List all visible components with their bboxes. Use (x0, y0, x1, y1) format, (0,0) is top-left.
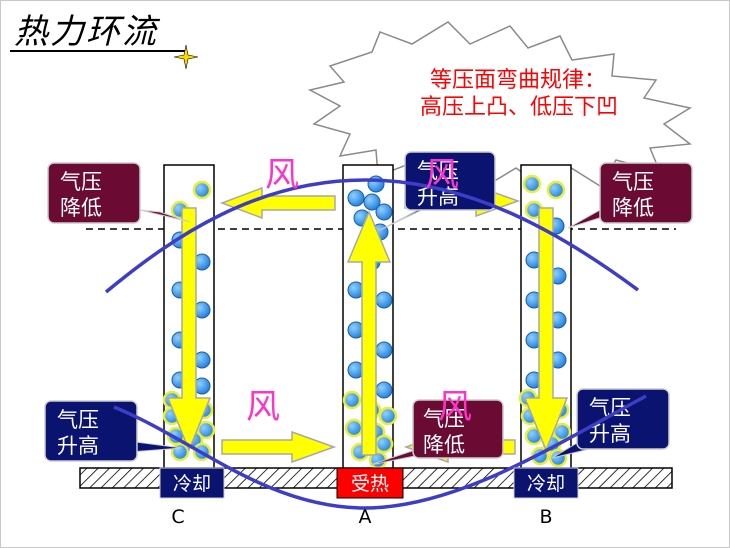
label-decrease: 降低 (423, 433, 465, 457)
label-decrease: 降低 (60, 196, 102, 220)
heating-tag-a: 受热 (336, 467, 404, 499)
slide-title: 热力环流 (14, 12, 158, 52)
label-pressure: 气压 (612, 170, 654, 194)
point-label-c: C (171, 506, 184, 528)
air-molecule (363, 193, 381, 211)
air-molecule (374, 434, 394, 454)
air-molecule (170, 442, 190, 462)
label-pressure: 气压 (60, 170, 102, 194)
pressure-high-box-upper-a: 气压 升高 (379, 151, 496, 231)
air-molecule (192, 180, 212, 200)
title-underline (10, 50, 186, 52)
air-molecule (375, 381, 393, 399)
cooling-label: 冷却 (527, 473, 565, 495)
cooling-tag-b: 冷却 (513, 467, 579, 499)
point-label-a: A (359, 506, 372, 528)
air-molecule (522, 174, 542, 194)
air-molecule (196, 420, 216, 440)
wind-label-upper-right: 风 (425, 155, 459, 195)
surface-wind-arrow-right (221, 430, 337, 464)
pressure-low-box-upper-b: 气压 降低 (567, 162, 693, 229)
surface-isobar-curve (113, 394, 647, 510)
wind-label-surface-right: 风 (438, 387, 472, 427)
label-decrease: 降低 (612, 196, 654, 220)
cooling-tag-c: 冷却 (159, 467, 225, 499)
pressure-high-box-surface-c: 气压 升高 (44, 400, 183, 462)
air-molecule (546, 180, 566, 200)
air-molecule (378, 406, 398, 426)
air-molecule (375, 341, 393, 359)
air-molecule (347, 189, 365, 207)
pressure-low-box-upper-c: 气压 降低 (47, 162, 191, 224)
callout-line2: 高压上凸、低压下凹 (420, 95, 618, 120)
label-pressure: 气压 (423, 407, 465, 431)
label-pressure: 气压 (417, 159, 459, 183)
sparkle-icon (173, 44, 199, 70)
label-pressure: 气压 (57, 408, 99, 432)
heating-label: 受热 (351, 473, 389, 495)
air-molecule (375, 203, 393, 221)
air-molecule (342, 390, 362, 410)
callout-line1: 等压面弯曲规律： (430, 68, 606, 93)
callout-burst: 等压面弯曲规律： 高压上凸、低压下凹 (307, 21, 692, 189)
point-label-b: B (539, 506, 552, 528)
label-increase: 升高 (57, 434, 99, 458)
air-molecule (344, 418, 364, 438)
sinking-air-arrow-c (166, 207, 212, 453)
cooling-label: 冷却 (173, 473, 211, 495)
upper-isobar-curve (104, 178, 640, 294)
air-molecule (375, 291, 393, 309)
label-increase: 升高 (589, 422, 631, 446)
pressure-low-box-surface-a: 气压 降低 (369, 399, 504, 466)
rising-air-arrow-a (346, 210, 392, 456)
wind-label-surface-left: 风 (246, 387, 280, 427)
wind-label-upper-left: 风 (265, 155, 299, 195)
upper-wind-arrow-left (219, 186, 336, 220)
sinking-air-arrow-b (523, 207, 569, 453)
